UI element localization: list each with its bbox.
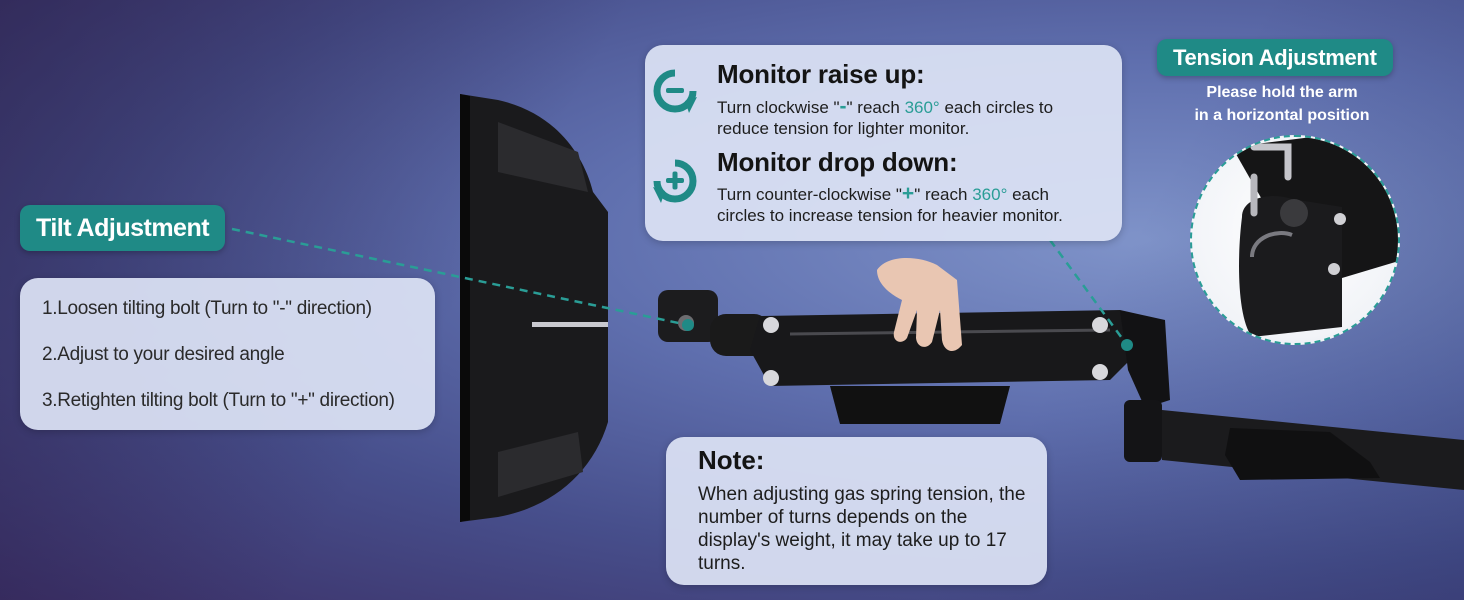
tension-knob-illustration [1232,137,1398,337]
raise-text-line2: reduce tension for lighter monitor. [717,119,970,138]
rotate-clockwise-minus-icon [653,69,697,113]
note-title: Note: [698,445,765,475]
raise-degrees: 360° [904,98,940,117]
rotate-counterclockwise-plus-icon [653,159,697,203]
drop-degrees: 360° [972,185,1008,204]
raise-minus-symbol: - [839,95,847,118]
tension-subtitle-line2: in a horizontal position [1194,107,1370,124]
monitor-illustration [460,94,608,522]
drop-plus-symbol: + [901,182,915,205]
tilt-step-1: 1.Loosen tilting bolt (Turn to "-" direc… [42,298,372,319]
raise-description: Turn clockwise "-" reach 360° each circl… [717,96,1117,139]
note-text: When adjusting gas spring tension, the n… [698,484,1026,574]
tension-detail-zoom [1190,135,1400,345]
note-panel: Note: When adjusting gas spring tension,… [666,437,1047,585]
drop-text-pre: Turn counter-clockwise " [717,185,902,204]
tension-adjustment-title: Tension Adjustment [1157,39,1393,76]
tilt-step-3: 3.Retighten tilting bolt (Turn to "+" di… [42,390,395,411]
gas-spring-instructions-panel: Monitor raise up: Turn clockwise "-" rea… [645,45,1122,241]
drop-text-line2: circles to increase tension for heavier … [717,206,1063,225]
tension-subtitle-line1: Please hold the arm [1206,84,1358,101]
drop-text-post: each [1007,185,1049,204]
tension-subtitle: Please hold the arm in a horizontal posi… [1172,81,1392,127]
hand-illustration [877,258,962,352]
raise-text-post: each circles to [939,98,1054,117]
raise-title: Monitor raise up: [717,59,925,89]
monitor-arm-illustration [658,290,1464,490]
tilt-steps-panel: 1.Loosen tilting bolt (Turn to "-" direc… [20,278,435,430]
drop-text-mid: " reach [914,185,973,204]
raise-text-pre: Turn clockwise " [717,98,840,117]
tilt-step-2: 2.Adjust to your desired angle [42,344,285,365]
drop-description: Turn counter-clockwise "+" reach 360° ea… [717,183,1117,226]
tilt-adjustment-title: Tilt Adjustment [20,205,226,251]
raise-text-mid: " reach [846,98,905,117]
drop-title: Monitor drop down: [717,147,958,177]
